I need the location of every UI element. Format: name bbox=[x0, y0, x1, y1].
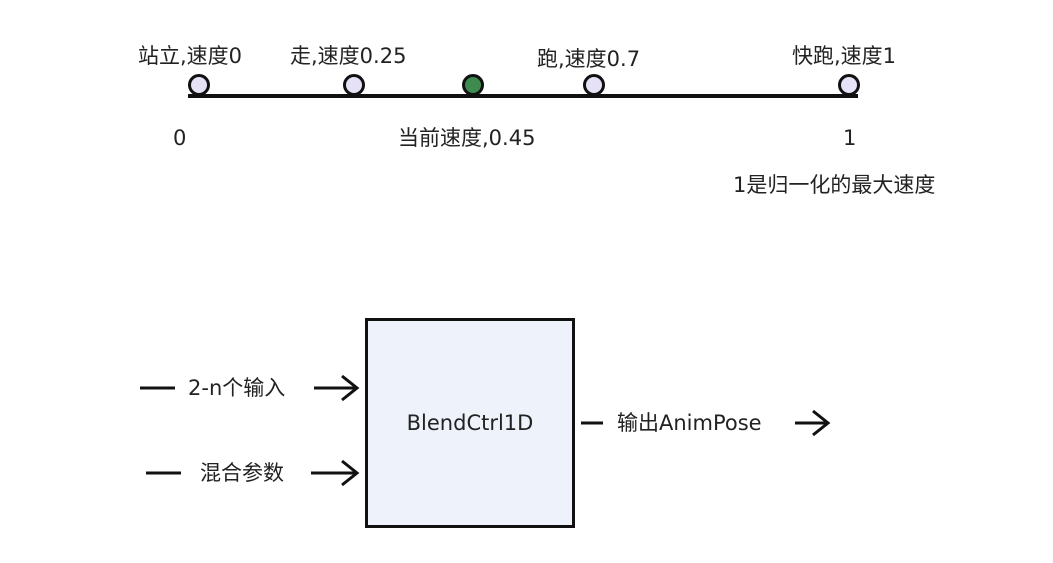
marker-walk bbox=[343, 74, 365, 96]
marker-label-stand: 站立,速度0 bbox=[138, 44, 243, 68]
marker-current-speed bbox=[462, 74, 484, 96]
input-1-arrow bbox=[314, 374, 360, 402]
marker-label-run: 跑,速度0.7 bbox=[537, 47, 641, 71]
tick-label-max: 1 bbox=[843, 126, 857, 150]
speed-axis-line bbox=[188, 94, 858, 98]
output-arrow bbox=[795, 409, 831, 437]
marker-stand bbox=[188, 74, 210, 96]
node-title: BlendCtrl1D bbox=[406, 411, 534, 435]
marker-run bbox=[583, 74, 605, 96]
input-label-poses: 2-n个输入 bbox=[188, 376, 286, 400]
input-2-arrow bbox=[311, 459, 360, 487]
input-label-blend-param: 混合参数 bbox=[200, 461, 284, 485]
tick-label-min: 0 bbox=[173, 126, 187, 150]
output-label-animpose: 输出AnimPose bbox=[617, 411, 762, 435]
marker-label-walk: 走,速度0.25 bbox=[290, 44, 407, 68]
blendctrl1d-node: BlendCtrl1D bbox=[365, 318, 575, 528]
normalization-note: 1是归一化的最大速度 bbox=[733, 173, 936, 197]
current-speed-label: 当前速度,0.45 bbox=[398, 126, 536, 150]
marker-sprint bbox=[838, 74, 860, 96]
marker-label-sprint: 快跑,速度1 bbox=[792, 44, 897, 68]
